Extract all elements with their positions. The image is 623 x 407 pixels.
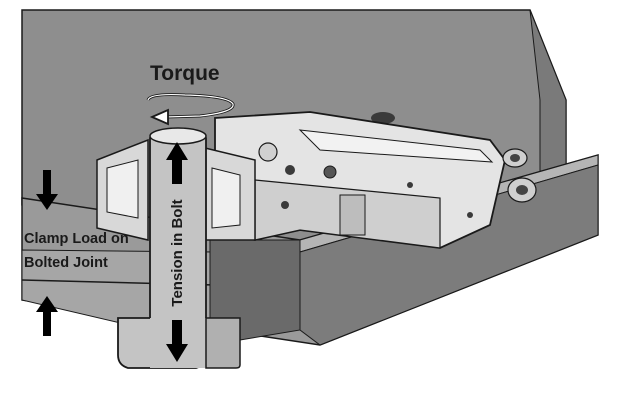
bolt-head-top: [149, 127, 207, 145]
double-vertical-arrow-icon: [166, 142, 188, 362]
plate-hole: [371, 112, 395, 124]
curved-rotation-arrow-icon: [146, 93, 235, 126]
torque-label: Torque: [150, 62, 220, 85]
bolt: [117, 127, 241, 369]
tensioner-tool: [214, 111, 537, 249]
tension-label: Tension in Bolt: [169, 199, 186, 306]
clamp-label-line1: Clamp Load on: [24, 231, 129, 247]
hydraulic-fitting: [502, 148, 537, 203]
opposing-vertical-arrows-icon: [36, 170, 58, 336]
clamp-label-line2: Bolted Joint: [24, 255, 108, 271]
tool-housing-cutaway: [96, 138, 256, 241]
